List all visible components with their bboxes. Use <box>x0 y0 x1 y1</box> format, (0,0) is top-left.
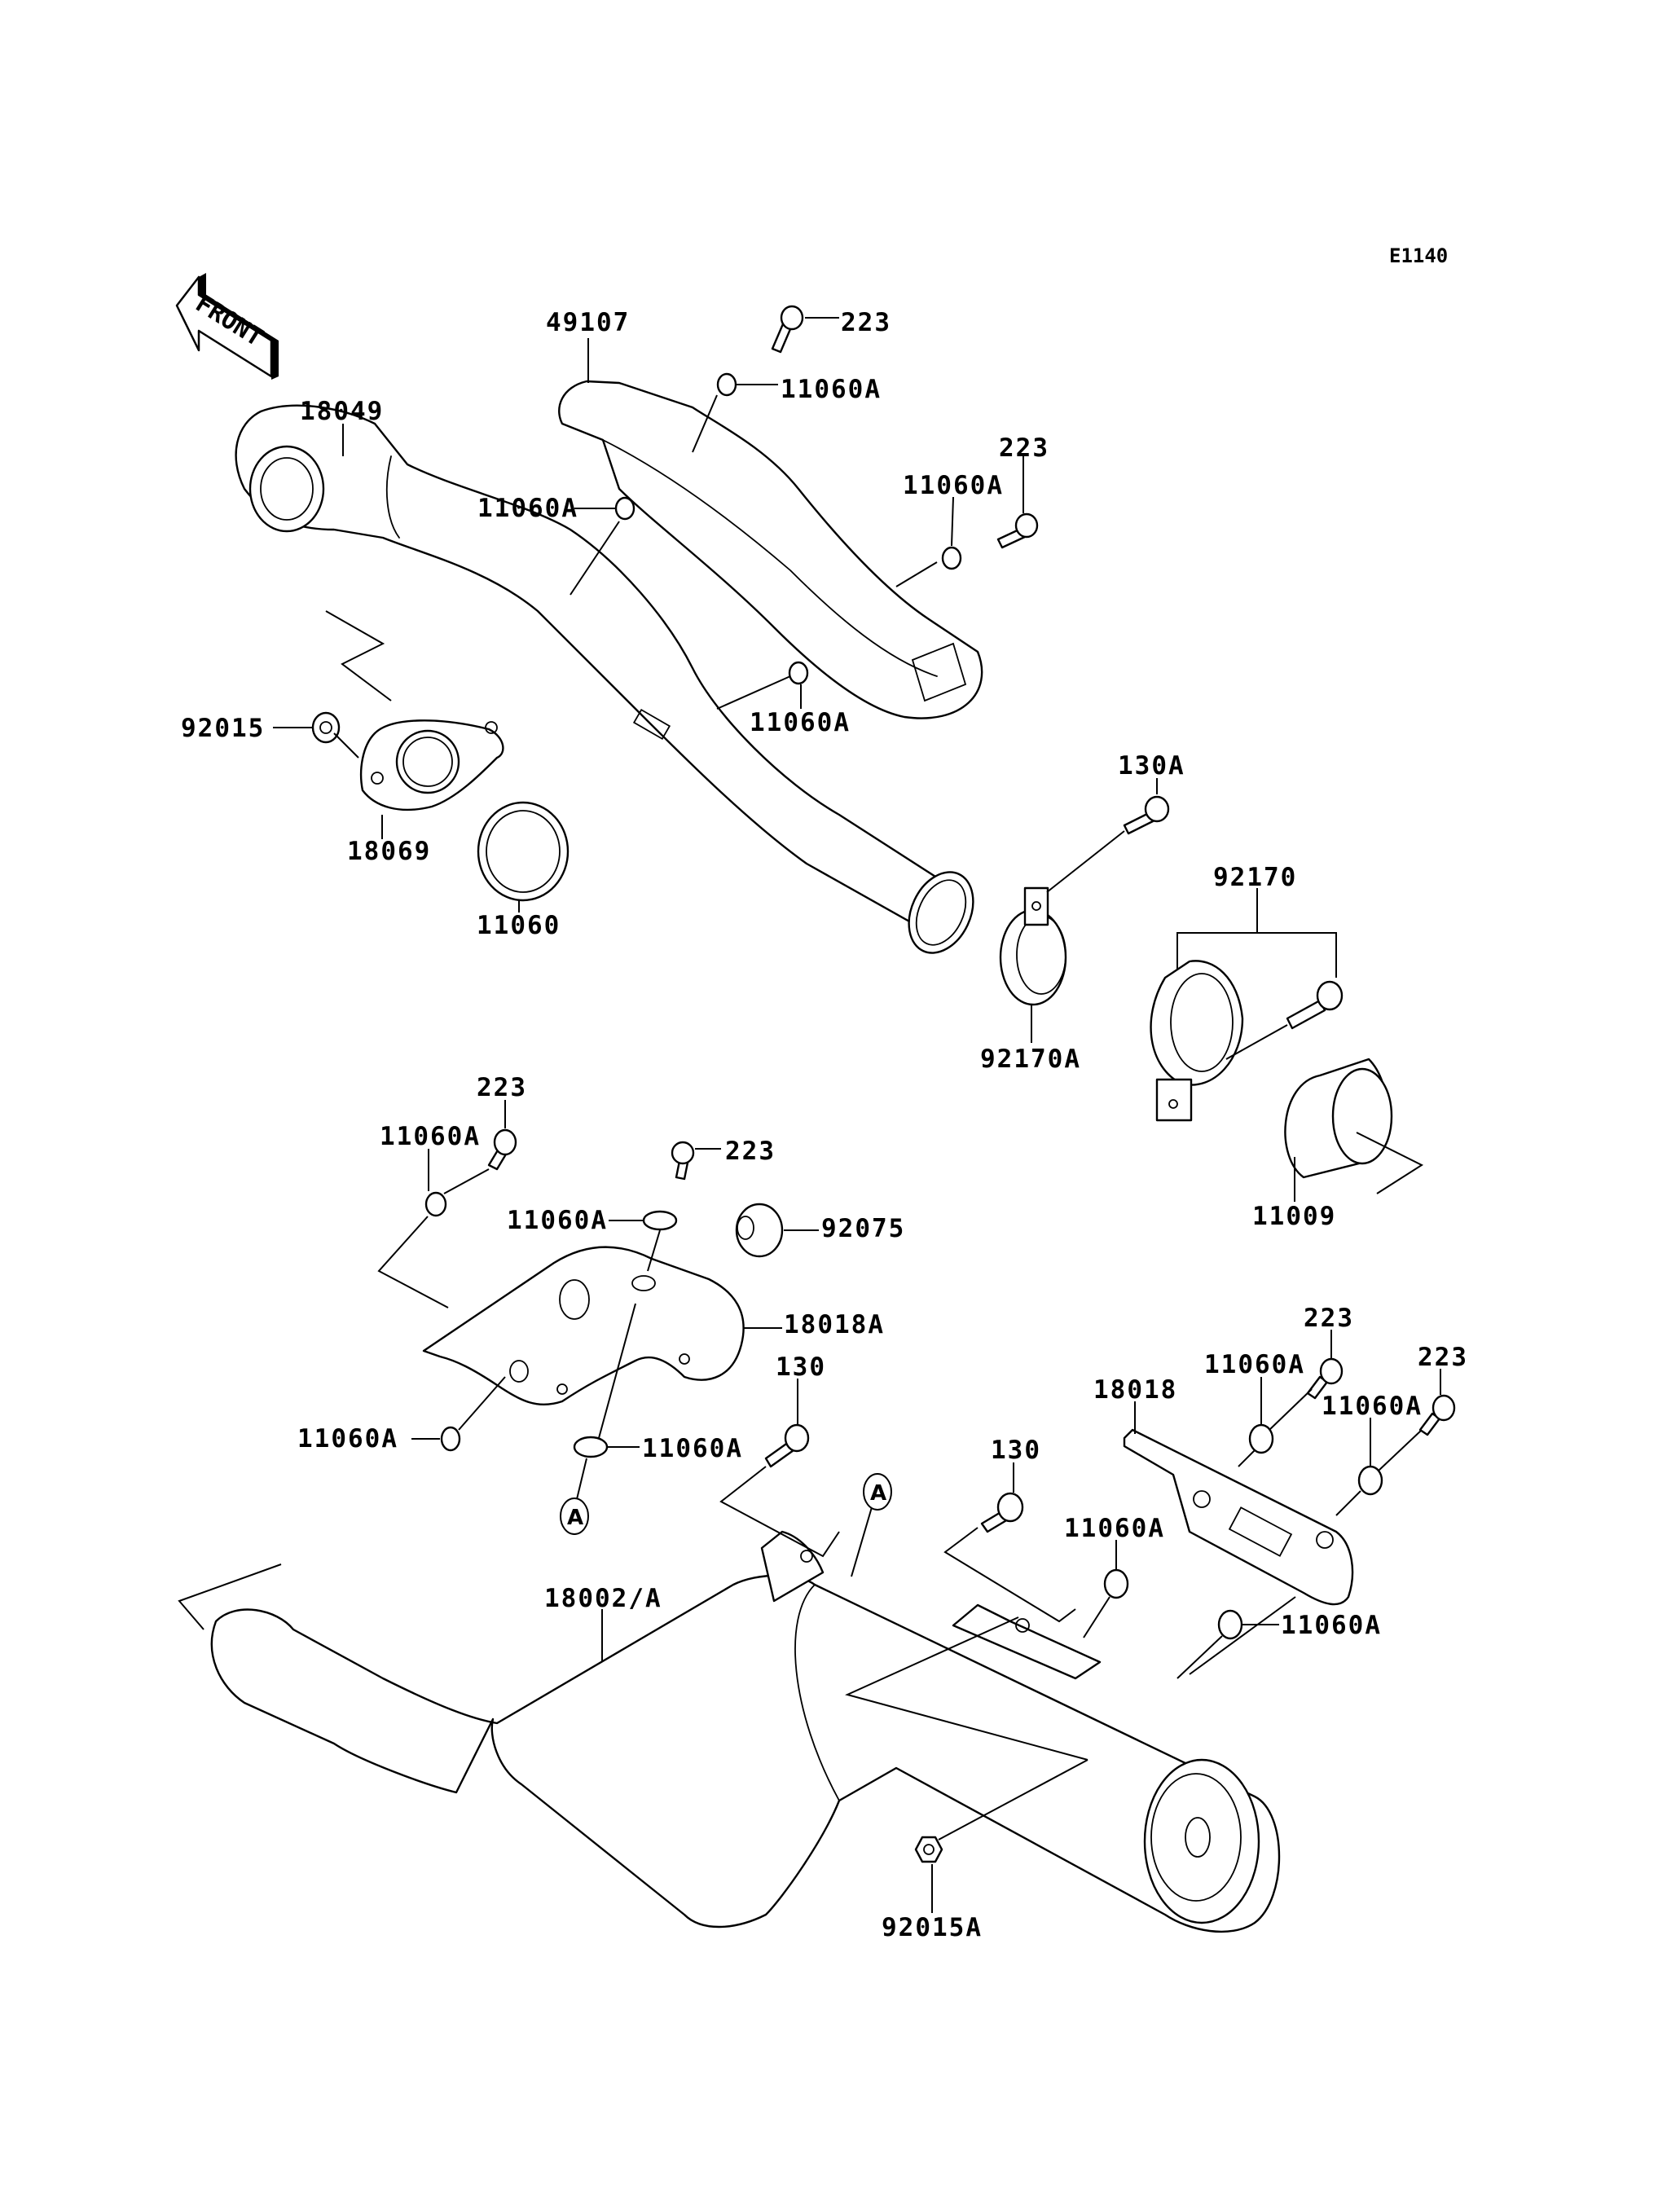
reference-mark-label: A <box>870 1481 886 1506</box>
callout-11009[interactable]: 11009 <box>1252 1202 1336 1231</box>
callout-130[interactable]: 130 <box>776 1352 826 1382</box>
exhaust-pipe-18049 <box>235 404 974 954</box>
callout-18049[interactable]: 18049 <box>300 397 384 426</box>
heat-guard-49107 <box>558 380 983 719</box>
leader-lines <box>178 317 1441 1913</box>
washer-11060A-r3 <box>1103 1568 1129 1599</box>
reference-mark-a-right: A <box>863 1473 892 1511</box>
callout-92075[interactable]: 92075 <box>821 1214 905 1243</box>
callout-11060A[interactable]: 11060A <box>642 1434 743 1463</box>
heat-guard-18018 <box>1123 1428 1354 1606</box>
washer-11060A-below <box>788 661 809 685</box>
gasket-11060 <box>477 801 570 902</box>
callout-11060[interactable]: 11060 <box>477 911 561 940</box>
grommet-92075 <box>735 1203 784 1258</box>
callout-92170A[interactable]: 92170A <box>980 1045 1081 1074</box>
callout-18002A[interactable]: 18002/A <box>544 1584 662 1613</box>
bolt-223-midleft <box>487 1128 517 1171</box>
heat-guard-18018A <box>422 1246 745 1406</box>
callout-11060A[interactable]: 11060A <box>781 375 882 404</box>
reference-mark-a-left: A <box>560 1498 589 1535</box>
washer-11060A-lowleft <box>440 1426 461 1452</box>
washer-11060A-r4 <box>1217 1609 1243 1640</box>
diagram-code: E1140 <box>1389 244 1448 267</box>
reference-mark-label: A <box>567 1506 583 1530</box>
sleeve-11009 <box>1284 1058 1393 1179</box>
washer-11060A-left <box>614 496 635 521</box>
nut-92015 <box>311 711 341 744</box>
callout-223[interactable]: 223 <box>1304 1304 1354 1333</box>
callout-223[interactable]: 223 <box>1418 1343 1468 1372</box>
callout-11060A[interactable]: 11060A <box>1281 1611 1382 1640</box>
callout-11060A[interactable]: 11060A <box>477 494 578 523</box>
callout-11060A[interactable]: 11060A <box>380 1122 481 1151</box>
bolt-130A <box>1123 795 1170 835</box>
bolt-223-right <box>996 512 1039 549</box>
callout-223[interactable]: 223 <box>841 308 891 337</box>
callout-130[interactable]: 130 <box>991 1436 1041 1465</box>
callout-49107[interactable]: 49107 <box>546 308 630 337</box>
clamp-92170A <box>999 886 1067 1006</box>
nut-92015A <box>914 1836 943 1863</box>
muffler-18002A <box>210 1530 1281 1933</box>
washer-11060A-lowmid <box>573 1436 609 1458</box>
bolt-223-top <box>771 305 804 354</box>
callout-223[interactable]: 223 <box>725 1137 776 1166</box>
callout-11060A[interactable]: 11060A <box>1204 1350 1305 1379</box>
callout-223[interactable]: 223 <box>477 1073 527 1102</box>
callout-11060A[interactable]: 11060A <box>1064 1514 1165 1543</box>
callout-92015A[interactable]: 92015A <box>882 1913 983 1942</box>
callout-18018[interactable]: 18018 <box>1093 1375 1177 1405</box>
clamp-92170 <box>1150 960 1244 1122</box>
bolt-223-mid <box>671 1141 695 1181</box>
flange-18069 <box>359 719 504 811</box>
washer-11060A-mid <box>642 1210 678 1231</box>
callout-11060A[interactable]: 11060A <box>507 1206 608 1235</box>
washer-11060A-r2 <box>1357 1465 1383 1496</box>
callout-92015[interactable]: 92015 <box>181 714 265 743</box>
bolt-223-far-right <box>1418 1394 1456 1436</box>
callout-11060A[interactable]: 11060A <box>297 1424 398 1454</box>
callout-223[interactable]: 223 <box>999 433 1049 463</box>
washer-11060A-top <box>716 372 737 397</box>
bolt-92170 <box>1286 980 1344 1030</box>
bolt-130-left <box>764 1423 810 1468</box>
callout-11060A[interactable]: 11060A <box>903 471 1004 500</box>
callout-18018A[interactable]: 18018A <box>784 1310 885 1339</box>
bolt-130-right <box>980 1492 1024 1533</box>
callout-11060A[interactable]: 11060A <box>1322 1392 1423 1421</box>
front-arrow-icon: FRONT <box>175 273 279 380</box>
callout-18069[interactable]: 18069 <box>347 837 431 866</box>
washer-11060A-right <box>941 546 962 570</box>
callout-92170[interactable]: 92170 <box>1213 863 1297 892</box>
washer-11060A-midleft <box>424 1191 447 1217</box>
callout-11060A[interactable]: 11060A <box>750 708 851 737</box>
callout-130A[interactable]: 130A <box>1118 751 1185 781</box>
